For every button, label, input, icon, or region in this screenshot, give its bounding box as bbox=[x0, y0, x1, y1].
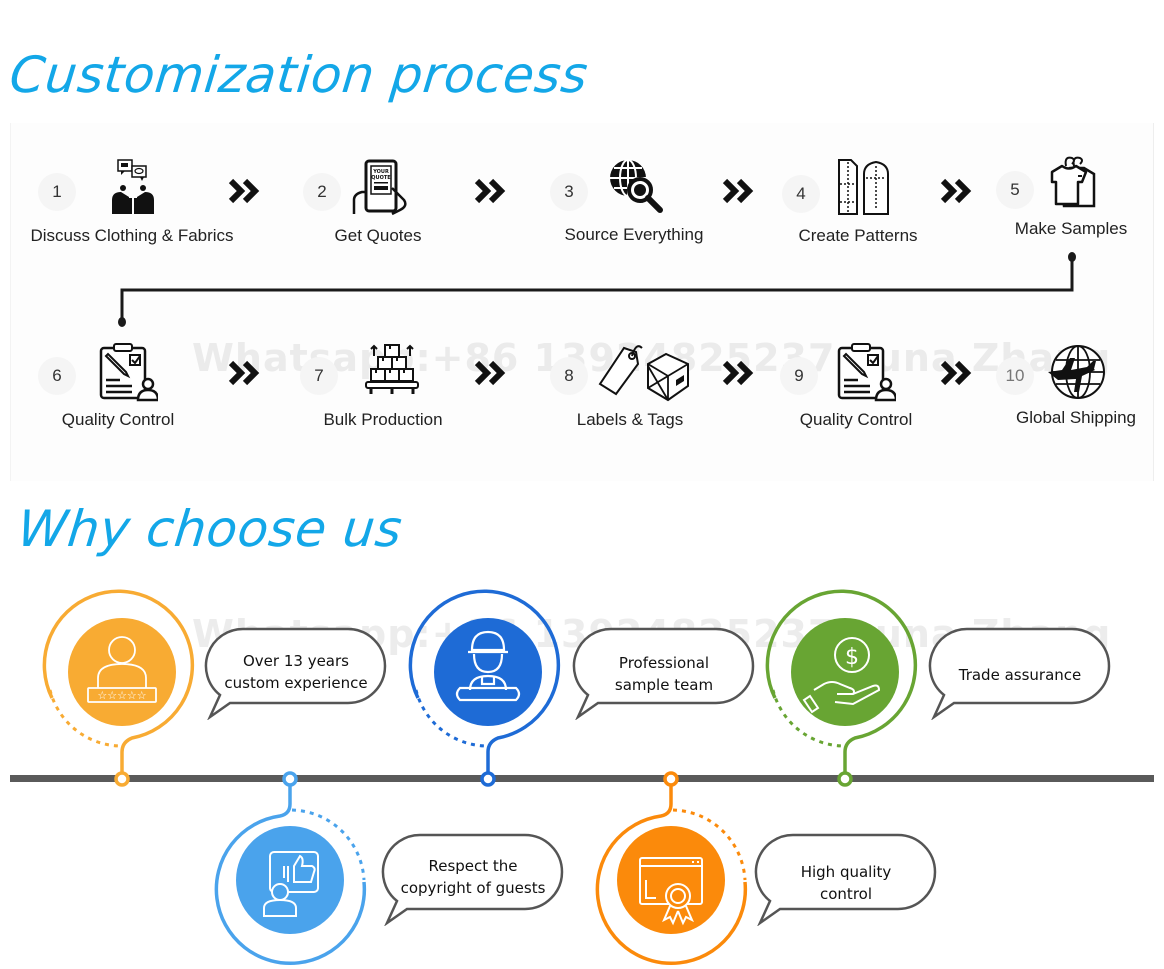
chevron-double-right-icon bbox=[474, 178, 506, 204]
svg-text:☆☆☆☆☆: ☆☆☆☆☆ bbox=[97, 689, 146, 702]
tshirt-hanger-icon bbox=[1050, 156, 1096, 208]
step-9-label: Quality Control bbox=[799, 410, 913, 429]
hand-dollar-icon: $ bbox=[802, 637, 881, 714]
step-9-number: 9 bbox=[780, 357, 818, 395]
chevron-double-right-icon bbox=[940, 360, 972, 386]
connector-dot-top bbox=[1068, 252, 1076, 262]
timeline-bar bbox=[10, 775, 1154, 782]
step-4-label: Create Patterns bbox=[798, 226, 918, 245]
step-2-number: 2 bbox=[303, 173, 341, 211]
chevron-double-right-icon bbox=[228, 360, 260, 386]
chevron-double-right-icon bbox=[940, 178, 972, 204]
step-6-label: Quality Control bbox=[61, 410, 175, 429]
speech-bubble-copyright bbox=[381, 833, 564, 926]
worker-wrench-icon bbox=[455, 630, 521, 702]
speech-bubble-quality bbox=[754, 833, 937, 926]
why-item-1-text: Over 13 years custom experience bbox=[204, 650, 388, 694]
why-item-1-line1: Over 13 years bbox=[243, 652, 349, 670]
chevron-double-right-icon bbox=[474, 360, 506, 386]
speech-bubble-experience bbox=[204, 627, 387, 720]
step-5-number: 5 bbox=[996, 171, 1034, 209]
why-item-2-line2: copyright of guests bbox=[400, 879, 546, 897]
meeting-discussion-icon bbox=[112, 159, 154, 214]
chevron-double-right-icon bbox=[722, 178, 754, 204]
why-item-3-text: Professional sample team bbox=[572, 652, 756, 696]
why-item-4-text: High quality control bbox=[754, 861, 938, 905]
why-item-4-line1: High quality bbox=[800, 863, 892, 881]
step-3-number: 3 bbox=[550, 173, 588, 211]
why-item-3-line1: Professional bbox=[618, 654, 710, 672]
rated-person-icon: ☆☆☆☆☆ bbox=[87, 636, 157, 703]
clipboard-inspector-icon bbox=[99, 343, 158, 402]
step-7-label: Bulk Production bbox=[323, 410, 443, 429]
step-1-number: 1 bbox=[38, 173, 76, 211]
ring-experience bbox=[42, 589, 195, 787]
sewing-pattern-icon bbox=[838, 159, 889, 215]
why-item-2-line1: Respect the bbox=[428, 857, 518, 875]
why-item-2-text: Respect the copyright of guests bbox=[381, 855, 565, 899]
svg-text:YOUR: YOUR bbox=[372, 169, 389, 175]
step-7-number: 7 bbox=[300, 357, 338, 395]
tablet-quote-icon: YOUR QUOTE bbox=[352, 159, 407, 216]
svg-text:$: $ bbox=[845, 645, 859, 670]
why-item-5-text: Trade assurance bbox=[928, 664, 1112, 686]
svg-text:QUOTE: QUOTE bbox=[371, 175, 391, 181]
why-item-3-line2: sample team bbox=[614, 676, 714, 694]
ring-quality bbox=[595, 771, 748, 965]
step-4-number: 4 bbox=[782, 175, 820, 213]
step-5-label: Make Samples bbox=[1014, 219, 1128, 238]
chevron-double-right-icon bbox=[228, 178, 260, 204]
globe-plane-icon bbox=[1048, 345, 1105, 399]
step-6-number: 6 bbox=[38, 357, 76, 395]
speech-bubble-trade-assurance bbox=[928, 627, 1111, 720]
ring-trade-assurance bbox=[765, 589, 918, 787]
step-3-label: Source Everything bbox=[564, 225, 704, 244]
step-10-label: Global Shipping bbox=[1015, 408, 1137, 427]
step-8-number: 8 bbox=[550, 357, 588, 395]
step-2-label: Get Quotes bbox=[334, 226, 422, 245]
step-8-label: Labels & Tags bbox=[576, 410, 684, 429]
step-1-label: Discuss Clothing & Fabrics bbox=[30, 226, 234, 245]
boxes-pallet-icon bbox=[365, 344, 419, 394]
thumbs-up-person-icon bbox=[263, 851, 319, 917]
ring-copyright bbox=[214, 771, 367, 965]
speech-bubble-sample-team bbox=[572, 627, 755, 720]
step-10-number: 10 bbox=[996, 357, 1034, 395]
why-item-5-line1: Trade assurance bbox=[958, 666, 1082, 684]
certificate-badge-icon bbox=[639, 857, 703, 926]
why-item-1-line2: custom experience bbox=[224, 674, 368, 692]
connector-dot-bottom bbox=[118, 317, 126, 327]
why-item-4-line2: control bbox=[820, 885, 872, 903]
tag-box-icon bbox=[598, 345, 689, 402]
chevron-double-right-icon bbox=[722, 360, 754, 386]
clipboard-inspector-icon bbox=[837, 343, 896, 402]
globe-search-icon bbox=[610, 159, 663, 213]
